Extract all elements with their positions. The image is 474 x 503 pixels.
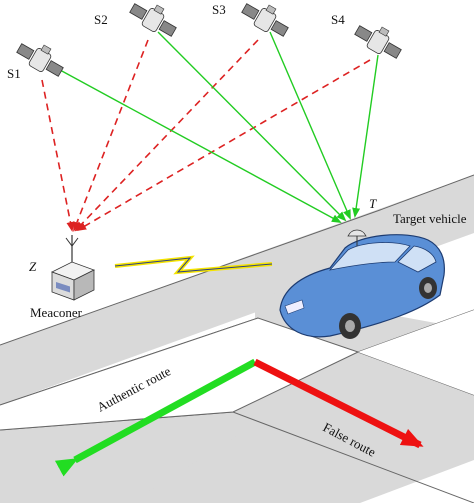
satellite-s1-label: S1 <box>7 66 21 81</box>
spoof-signal-s3 <box>74 39 259 232</box>
vehicle-label: Target vehicle <box>393 211 467 226</box>
car-rear-hub <box>424 283 432 293</box>
satellite-s4 <box>354 25 402 59</box>
authentic-signals <box>59 31 379 223</box>
meaconer-symbol: Z <box>29 259 37 274</box>
spoof-signals <box>41 39 371 232</box>
target-vehicle <box>279 229 445 339</box>
meaconer-label: Meaconer <box>30 305 83 320</box>
antenna-tip-icon <box>65 237 79 247</box>
road-edge-top <box>0 174 474 346</box>
authentic-signal-s2 <box>157 31 347 222</box>
authentic-route-arrow <box>54 358 257 477</box>
road-gap-edge-a <box>0 317 359 406</box>
spoof-signal-s2 <box>73 39 149 232</box>
authentic-signal-s3 <box>269 31 351 220</box>
satellite-s2 <box>129 3 177 37</box>
car-front-hub <box>345 320 355 332</box>
meaconer-box-side <box>73 269 95 301</box>
route-arrows <box>54 358 424 477</box>
authentic-signal-s4 <box>352 54 379 218</box>
car-headlight <box>284 299 305 315</box>
road-gap-edge-b <box>0 351 359 431</box>
car-windshield <box>328 242 411 271</box>
satellite-dish-icon <box>347 229 367 237</box>
meaconer-panel <box>56 281 70 293</box>
car-side-window <box>397 245 437 273</box>
satellite-s2-label: S2 <box>94 12 108 27</box>
lightning-outline <box>114 257 273 273</box>
authentic-signal-s1 <box>59 69 342 223</box>
road-lower-left <box>0 412 275 503</box>
satellite-s4-label: S4 <box>331 12 345 27</box>
satellite-s3 <box>241 3 289 37</box>
spoof-signal-s4 <box>76 59 371 232</box>
satellite-s1 <box>16 43 64 77</box>
spoof-signal-s1 <box>41 79 75 232</box>
satellite-s3-label: S3 <box>212 2 226 17</box>
meaconer-device <box>50 235 96 301</box>
vehicle-symbol: T <box>369 196 377 211</box>
false-route-arrow <box>253 358 424 449</box>
